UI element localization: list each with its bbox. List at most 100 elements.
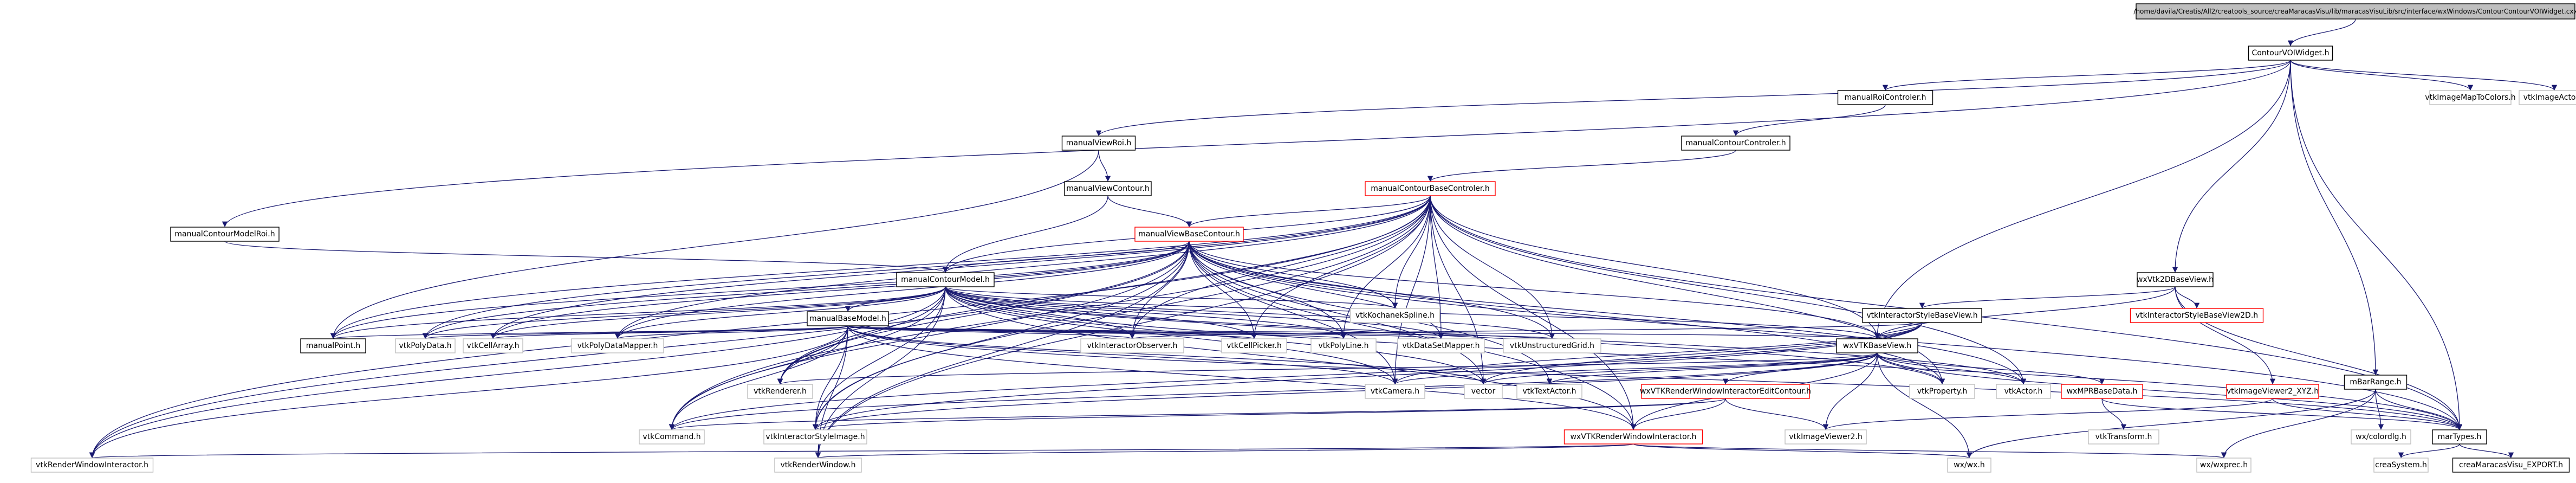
node-box — [2429, 90, 2512, 105]
edge-mbm-to-vca — [490, 325, 848, 339]
node-cexp[interactable]: creaMaracasVisu_EXPORT.h — [2452, 458, 2570, 473]
node-box — [1681, 136, 1790, 151]
node-label: vtkRenderWindowInteractor.h — [36, 461, 148, 469]
node-vimv2: vtkImageViewer2.h — [1785, 429, 1867, 445]
edge-mcbc-to-vcam — [1392, 195, 1431, 385]
node-box — [763, 429, 867, 445]
node-layer: /home/davila/Creatis/All2/creatools_sour… — [30, 3, 2576, 473]
node-label: vector — [1471, 387, 1496, 396]
node-box — [1785, 429, 1867, 445]
node-box — [2344, 375, 2408, 390]
node-box — [1349, 308, 1441, 323]
edge-mcbc-to-vug — [1430, 195, 1555, 339]
node-mcmroi[interactable]: manualContourModelRoi.h — [170, 227, 280, 242]
node-box — [1909, 384, 1975, 399]
node-box — [2136, 3, 2575, 20]
node-mbr[interactable]: mBarRange.h — [2344, 375, 2408, 390]
edge-mvc-to-mcm — [942, 195, 1108, 273]
edge-wxrwi-to-wxwx — [1633, 443, 1972, 459]
node-wxmpr[interactable]: wxMPRBaseData.h — [2061, 384, 2143, 399]
edge-ccvw-to-mcmroi — [222, 60, 2291, 228]
edge-wxrwi-to-wxexp — [1633, 443, 2227, 459]
node-viv2[interactable]: vtkImageViewer2_XYZ.h — [2226, 384, 2319, 399]
node-box — [571, 338, 664, 353]
node-vca: vtkCellArray.h — [463, 338, 523, 353]
edge-wxrwiec-to-wxrwi — [1630, 398, 1726, 430]
node-label: wxVTKRenderWindowInteractorEditContour.h — [1640, 387, 1811, 396]
node-mbm[interactable]: manualBaseModel.h — [807, 311, 889, 326]
node-mtypes[interactable]: marTypes.h — [2432, 429, 2487, 445]
node-mroic[interactable]: manualRoiControler.h — [1837, 90, 1933, 105]
node-visbv[interactable]: vtkInteractorStyleBaseView.h — [1862, 308, 1982, 323]
edge-mcm-to-vren — [777, 286, 946, 385]
node-label: manualViewContour.h — [1066, 184, 1150, 193]
edge-wxvbv-to-wxmpr — [1877, 352, 2105, 385]
node-box — [774, 458, 862, 473]
edge-mcbc-to-wxvbv — [1430, 195, 1880, 339]
edge-visbv-to-vec — [1480, 322, 1923, 385]
edge-visbv-to-vio — [1130, 322, 1923, 339]
node-mcm[interactable]: manualContourModel.h — [896, 272, 995, 287]
node-box — [1134, 227, 1244, 242]
edge-mcm-to-vdsm — [945, 286, 1444, 339]
node-mp[interactable]: manualPoint.h — [300, 338, 366, 353]
edge-ccvw-to-mbr — [2290, 60, 2379, 376]
node-vdsm: vtkDataSetMapper.h — [1397, 338, 1485, 353]
node-vtr: vtkTransform.h — [2088, 429, 2159, 445]
edge-mcbc-to-vpd — [422, 195, 1431, 339]
edge-mbm-to-vpd — [423, 325, 848, 339]
node-box — [2373, 458, 2429, 473]
node-vta: vtkTextActor.h — [1516, 384, 1582, 399]
edge-mcm-to-vrw — [815, 286, 946, 459]
node-vec: vector — [1464, 384, 1503, 399]
edge-ccvw-to-mroic — [1883, 60, 2291, 91]
node-visbv2d[interactable]: vtkInteractorStyleBaseView2D.h — [2130, 308, 2264, 323]
node-ccvw[interactable]: ContourVOIWidget.h — [2248, 46, 2333, 61]
node-box — [747, 384, 813, 399]
edge-wxvbv-to-wxrwiec — [1722, 352, 1878, 385]
node-label: vtkImageViewer2_XYZ.h — [2227, 387, 2319, 396]
node-label: wxVTKRenderWindowInteractor.h — [1570, 433, 1696, 441]
node-label: /home/davila/Creatis/All2/creatools_sour… — [2133, 8, 2576, 15]
edge-wxvbv-to-vact — [1877, 352, 2027, 385]
node-mcc[interactable]: manualContourControler.h — [1681, 136, 1790, 151]
edge-mvbc-to-mtypes — [1189, 241, 2463, 430]
node-mcbc[interactable]: manualContourBaseControler.h — [1365, 181, 1496, 196]
edge-mbm-to-vug — [847, 325, 1555, 339]
edge-root-to-ccvw — [2287, 18, 2356, 47]
node-wxv2d[interactable]: wxVtk2DBaseView.h — [2137, 272, 2214, 287]
node-box — [1862, 308, 1982, 323]
node-label: ContourVOIWidget.h — [2251, 49, 2329, 57]
node-box — [1464, 384, 1503, 399]
edge-mcbc-to-vren — [777, 195, 1431, 385]
node-label: vtkTransform.h — [2095, 433, 2152, 441]
node-root[interactable]: /home/davila/Creatis/All2/creatools_sour… — [2133, 3, 2576, 20]
node-box — [1221, 338, 1287, 353]
node-mvroi[interactable]: manualViewRoi.h — [1061, 136, 1136, 151]
node-label: vtkUnstructuredGrid.h — [1510, 342, 1594, 350]
node-label: vtkInteractorStyleBaseView.h — [1866, 311, 1977, 320]
node-mvbc[interactable]: manualViewBaseContour.h — [1134, 227, 1244, 242]
node-label: vtkImageMapToColors.h — [2425, 93, 2515, 102]
edge-mvbc-to-vcmd — [669, 241, 1190, 430]
node-label: vtkImageActor.h — [2523, 93, 2576, 102]
node-wxrwi[interactable]: wxVTKRenderWindowInteractor.h — [1563, 429, 1703, 445]
node-label: vtkCellPicker.h — [1227, 342, 1282, 350]
edge-layer — [89, 18, 2558, 459]
node-box — [1064, 181, 1152, 196]
node-wxcb: wx/colordlg.h — [2351, 429, 2411, 445]
edge-mvbc-to-wxrwi — [1189, 241, 1637, 430]
edge-mbr-to-wxcb — [2375, 389, 2384, 430]
node-label: manualBaseModel.h — [809, 314, 886, 323]
edge-wxvbv-to-visi — [813, 352, 1878, 430]
node-mvc[interactable]: manualViewContour.h — [1064, 181, 1152, 196]
node-wxvbv[interactable]: wxVTKBaseView.h — [1836, 338, 1918, 353]
edge-mvbc-to-vca — [490, 241, 1190, 339]
node-wxrwiec[interactable]: wxVTKRenderWindowInteractorEditContour.h — [1640, 384, 1811, 399]
node-visi: vtkInteractorStyleImage.h — [763, 429, 867, 445]
edge-ccvw-to-wxv2d — [2172, 60, 2291, 273]
edge-mtypes-to-csys — [2398, 443, 2460, 459]
edge-wxrwi-to-vrwi — [90, 443, 1634, 459]
node-box — [1516, 384, 1582, 399]
